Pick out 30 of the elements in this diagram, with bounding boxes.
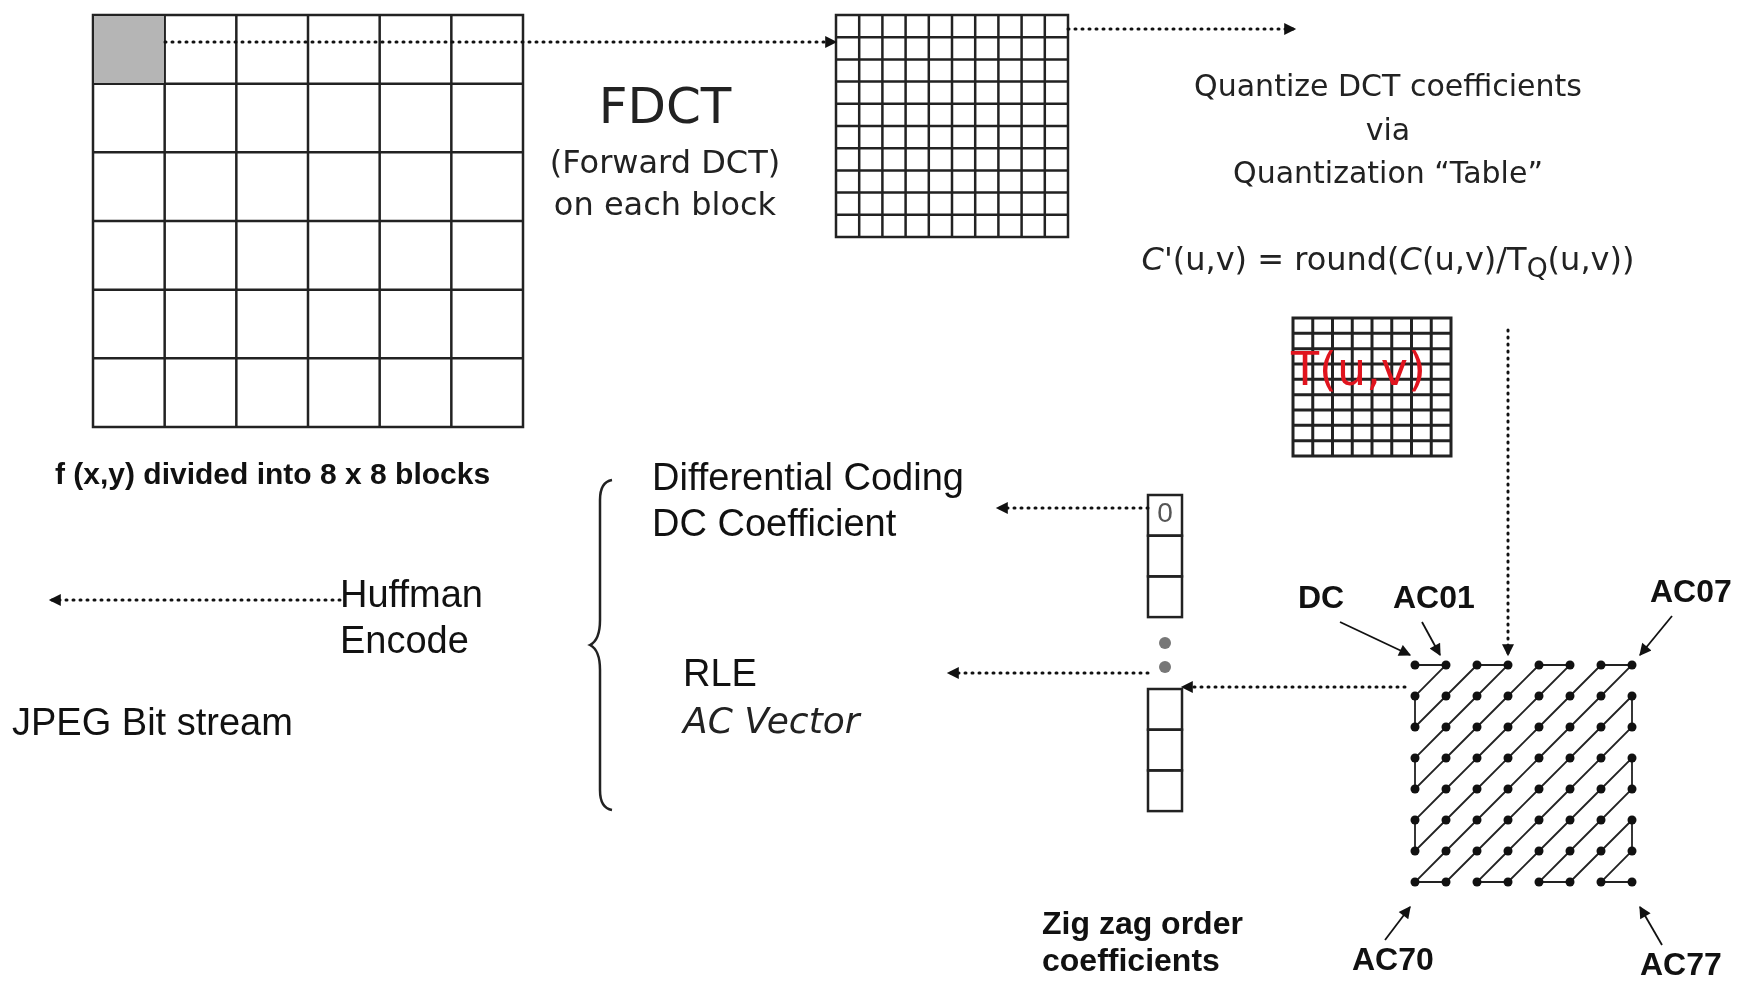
grid-label: f (x,y) divided into 8 x 8 blocks [55, 457, 491, 491]
leader-arrow [1639, 905, 1663, 946]
arrow [48, 594, 342, 606]
arrow [1180, 681, 1407, 693]
arrow [163, 36, 838, 48]
step-text: Huffman Encode [340, 572, 510, 672]
step-text: AC Vector [683, 698, 860, 743]
leader-arrow [1384, 906, 1411, 941]
output-text: JPEG Bit stream [12, 700, 293, 745]
arrow [1066, 23, 1297, 35]
coefficient-label: AC01 [1393, 578, 1485, 622]
leader-arrow [1339, 621, 1412, 656]
step-text: Quantize DCT coefficients via Quantization “Table” [1194, 67, 1582, 192]
shaded-block [93, 15, 165, 84]
arrow [1502, 328, 1514, 657]
arrow [995, 502, 1150, 514]
step-title: FDCT [598, 76, 732, 136]
coefficient-label: AC77 [1640, 945, 1736, 989]
formula-text: C'(u,v) = round(C(u,v)/T$_{Q}$(u,v)) [1141, 240, 1635, 285]
cell-value: 0 [1156, 499, 1174, 527]
coefficient-label: AC07 [1650, 572, 1746, 616]
coefficient-label: AC70 [1352, 940, 1444, 984]
step-text: (Forward DCT) on each block [549, 142, 781, 225]
leader-arrow [1421, 621, 1441, 657]
coefficient-label: DC [1298, 578, 1368, 622]
step-text: Differential Coding DC Coefficient [652, 455, 997, 547]
leader-arrow [1639, 615, 1673, 656]
caption: Zig zag order coefficients [1042, 905, 1243, 979]
step-title: RLE [683, 651, 757, 696]
arrow [946, 667, 1150, 679]
